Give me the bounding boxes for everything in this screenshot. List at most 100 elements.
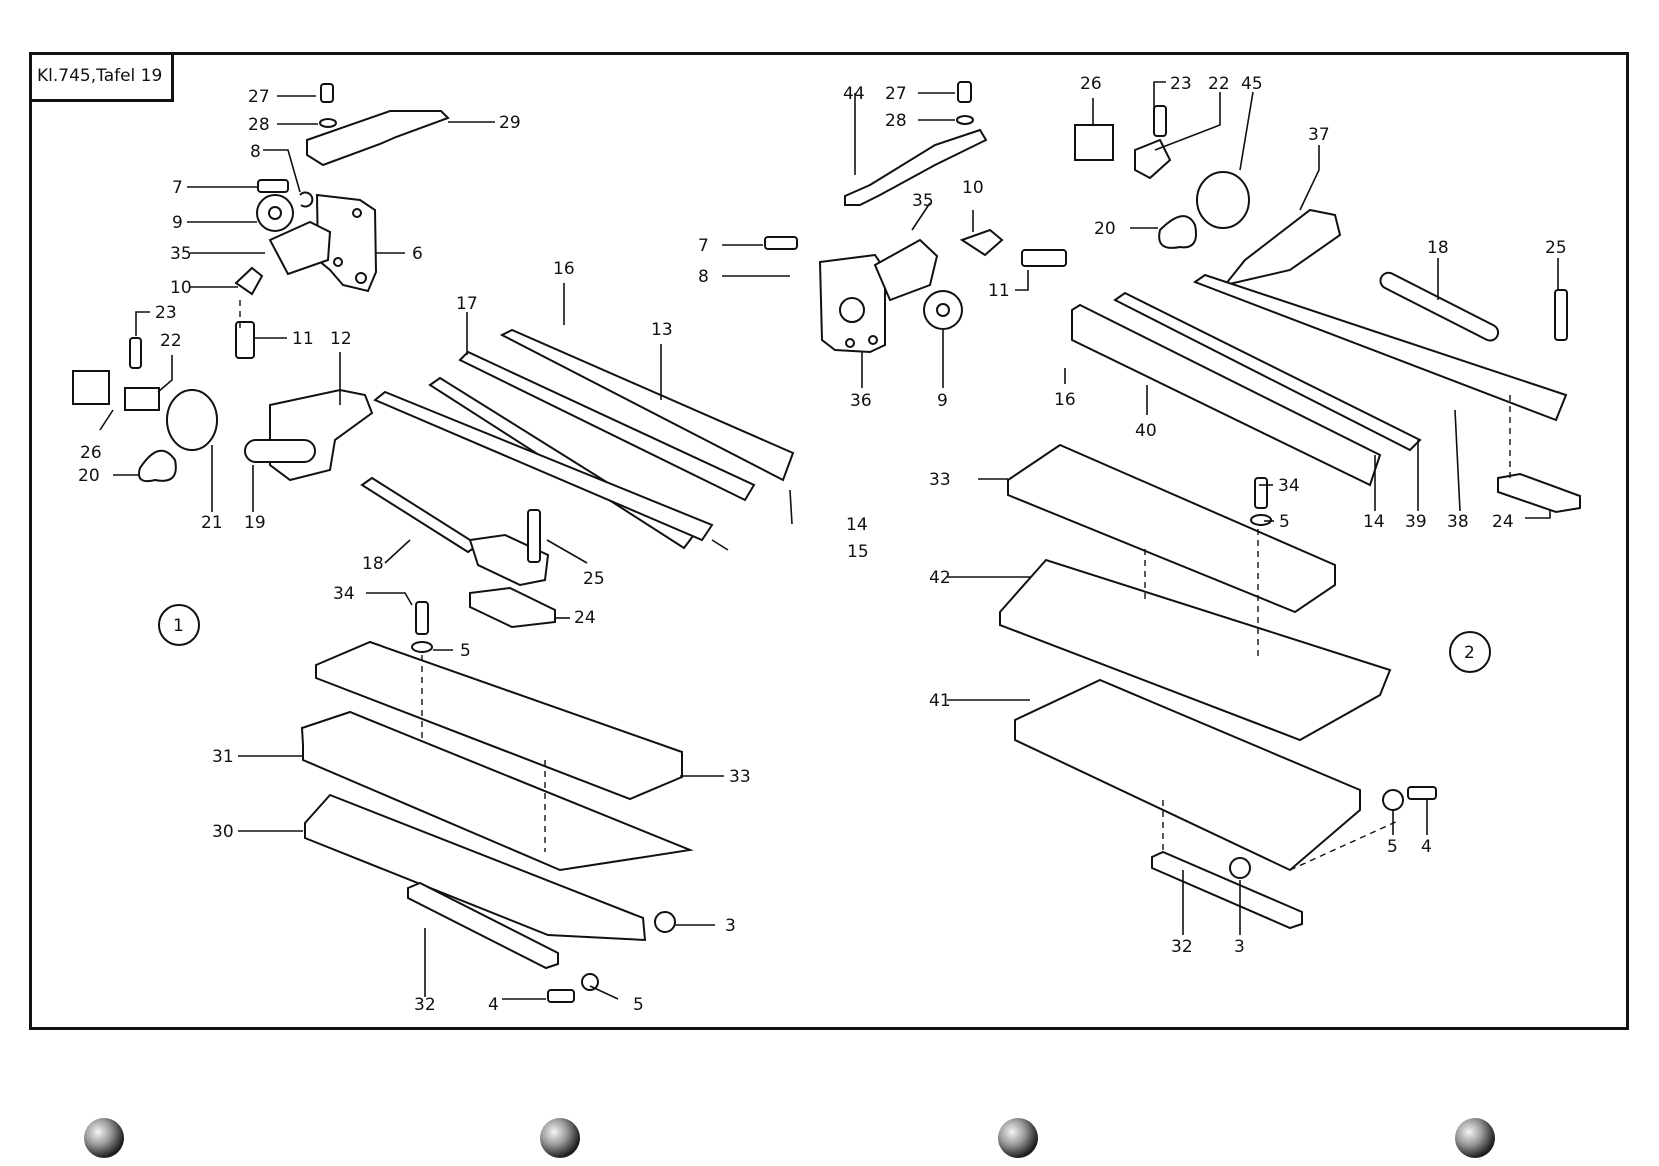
callout-8-r: 8 (698, 267, 709, 287)
part-5-washer-lower (581, 973, 599, 991)
part-21-spring (166, 389, 218, 451)
part-17-strip (458, 350, 756, 502)
callout-42: 42 (929, 568, 951, 588)
part-24-bar (469, 586, 556, 629)
part-7-screw-r (764, 236, 798, 250)
part-35-sleeve-r (873, 238, 939, 302)
binder-hole-icon (540, 1118, 580, 1158)
drawing-frame (29, 52, 1629, 1030)
callout-28: 28 (248, 115, 270, 135)
part-26-block (72, 370, 110, 405)
callout-33-r: 33 (929, 470, 951, 490)
callout-16: 16 (553, 259, 575, 279)
part-32-bar (407, 881, 559, 970)
part-18-rod (360, 476, 480, 554)
part-20-gasket-r (1158, 215, 1197, 249)
callout-37: 37 (1308, 125, 1330, 145)
callout-11-r: 11 (988, 281, 1010, 301)
callout-4: 4 (488, 995, 499, 1015)
binder-hole-icon (1455, 1118, 1495, 1158)
part-25-screw (527, 509, 541, 563)
callout-27-r: 27 (885, 84, 907, 104)
part-35-bearing-sleeve (268, 220, 332, 276)
callout-18: 18 (362, 554, 384, 574)
part-19-rod (244, 439, 316, 463)
callout-45: 45 (1241, 74, 1263, 94)
callout-21: 21 (201, 513, 223, 533)
callout-9: 9 (172, 213, 183, 233)
callout-13: 13 (651, 320, 673, 340)
callout-7: 7 (172, 178, 183, 198)
callout-20: 20 (78, 466, 100, 486)
callout-23: 23 (155, 303, 177, 323)
part-10-elbow-r (959, 228, 1004, 257)
callout-4-r: 4 (1421, 837, 1432, 857)
callout-40: 40 (1135, 421, 1157, 441)
callout-3: 3 (725, 916, 736, 936)
part-8-retaining-ring (299, 191, 314, 208)
part-39-strip (1113, 291, 1422, 452)
callout-18-r: 18 (1427, 238, 1449, 258)
binder-hole-icon (998, 1118, 1038, 1158)
part-5-washer-r2 (1382, 789, 1404, 811)
callout-16-r: 16 (1054, 390, 1076, 410)
part-3-nut (654, 911, 676, 933)
part-12-frame (269, 388, 374, 482)
part-27-screw (320, 83, 334, 103)
callout-3-r: 3 (1234, 937, 1245, 957)
part-23-screw-r (1153, 105, 1167, 137)
callout-22-r: 22 (1208, 74, 1230, 94)
part-13-strip (499, 328, 795, 482)
callout-41: 41 (929, 691, 951, 711)
callout-10-r: 10 (962, 178, 984, 198)
part-4-screw-r (1407, 786, 1437, 800)
view-1-marker (158, 604, 200, 646)
binder-hole-icon (84, 1118, 124, 1158)
part-22-clamp-r (1134, 138, 1172, 180)
callout-27: 27 (248, 87, 270, 107)
part-28-washer (319, 118, 337, 128)
title-box (29, 52, 174, 102)
part-32-bar-r (1151, 850, 1303, 930)
callout-28-r: 28 (885, 111, 907, 131)
callout-14: 14 (846, 515, 868, 535)
callout-7-r: 7 (698, 236, 709, 256)
callout-25: 25 (583, 569, 605, 589)
part-34-screw-r (1254, 477, 1268, 509)
part-38-perforated-strip (1192, 273, 1568, 422)
part-6-housing (315, 193, 378, 293)
callout-6: 6 (412, 244, 423, 264)
callout-8: 8 (250, 142, 261, 162)
part-33-cover-plate (315, 640, 683, 801)
callout-19: 19 (244, 513, 266, 533)
part-41-base-plate (1014, 678, 1361, 872)
callout-30: 30 (212, 822, 234, 842)
callout-34-r: 34 (1278, 476, 1300, 496)
callout-12: 12 (330, 329, 352, 349)
plate-title: Kl.745,Tafel 19 (37, 66, 163, 86)
part-22-clamp (124, 387, 160, 411)
view-2-marker (1449, 631, 1491, 673)
part-23-screw (129, 337, 142, 369)
part-4-screw (547, 989, 575, 1003)
part-42-guide-plate (999, 558, 1392, 742)
callout-11: 11 (292, 329, 314, 349)
callout-29: 29 (499, 113, 521, 133)
part-11-connector-r (1021, 249, 1067, 267)
part-5-washer (411, 641, 433, 653)
part-18-rod-r (1379, 271, 1500, 342)
callout-22: 22 (160, 331, 182, 351)
callout-5-r: 5 (1279, 512, 1290, 532)
view-1-number: 1 (173, 616, 184, 636)
part-14-strip (373, 390, 714, 542)
part-7-screw (257, 179, 289, 193)
part-25-screw-r (1554, 289, 1568, 341)
part-29-bracket-plate (306, 110, 450, 167)
part-37-frame (1222, 208, 1342, 287)
callout-5-r2: 5 (1387, 837, 1398, 857)
callout-5: 5 (460, 641, 471, 661)
part-44-bracket-plate (844, 128, 988, 206)
part-11-connector (235, 321, 255, 359)
callout-14-r: 14 (1363, 512, 1385, 532)
